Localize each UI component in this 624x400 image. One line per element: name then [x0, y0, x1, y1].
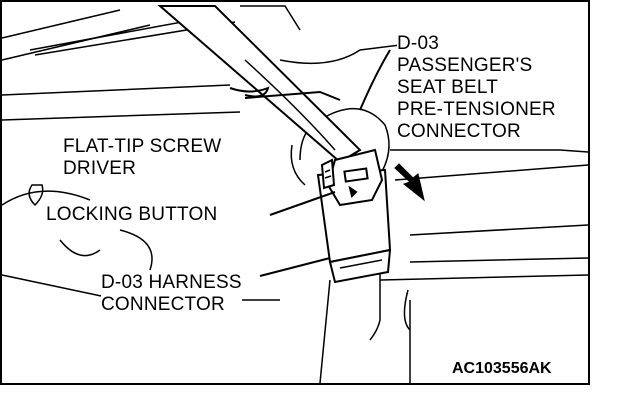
locking-button-label: LOCKING BUTTON: [46, 204, 218, 226]
figure-code: AC103556AK: [452, 360, 552, 377]
passenger-connector-line-4: PRE-TENSIONER: [397, 99, 556, 120]
leader-passenger-connector: [359, 49, 391, 111]
direction-arrow: [394, 163, 425, 202]
passenger-connector-line-2: PASSENGER'S: [397, 55, 533, 76]
passenger-connector-line-5: CONNECTOR: [397, 121, 521, 142]
passenger-connector-line-1: D-03: [397, 33, 439, 54]
leader-lines: [229, 49, 391, 277]
leader-locking-button: [269, 191, 336, 216]
harness-connector-line-1: D-03 HARNESS: [101, 272, 242, 293]
passenger-connector-line-3: SEAT BELT: [397, 77, 499, 98]
screwdriver-line-1: FLAT-TIP SCREW: [63, 136, 222, 157]
screwdriver-line-2: DRIVER: [63, 158, 136, 179]
leader-screwdriver: [244, 90, 341, 101]
harness-connector-label: D-03 HARNESS CONNECTOR: [101, 272, 242, 316]
connector-shape: [316, 148, 392, 284]
passenger-connector-label: D-03 PASSENGER'S SEAT BELT PRE-TENSIONER…: [397, 33, 556, 143]
leader-harness-connector: [259, 257, 331, 277]
harness-connector-line-2: CONNECTOR: [101, 294, 225, 315]
screwdriver-shape: [157, 5, 362, 164]
frame-border: [0, 0, 590, 385]
screwdriver-label: FLAT-TIP SCREW DRIVER: [63, 136, 222, 180]
